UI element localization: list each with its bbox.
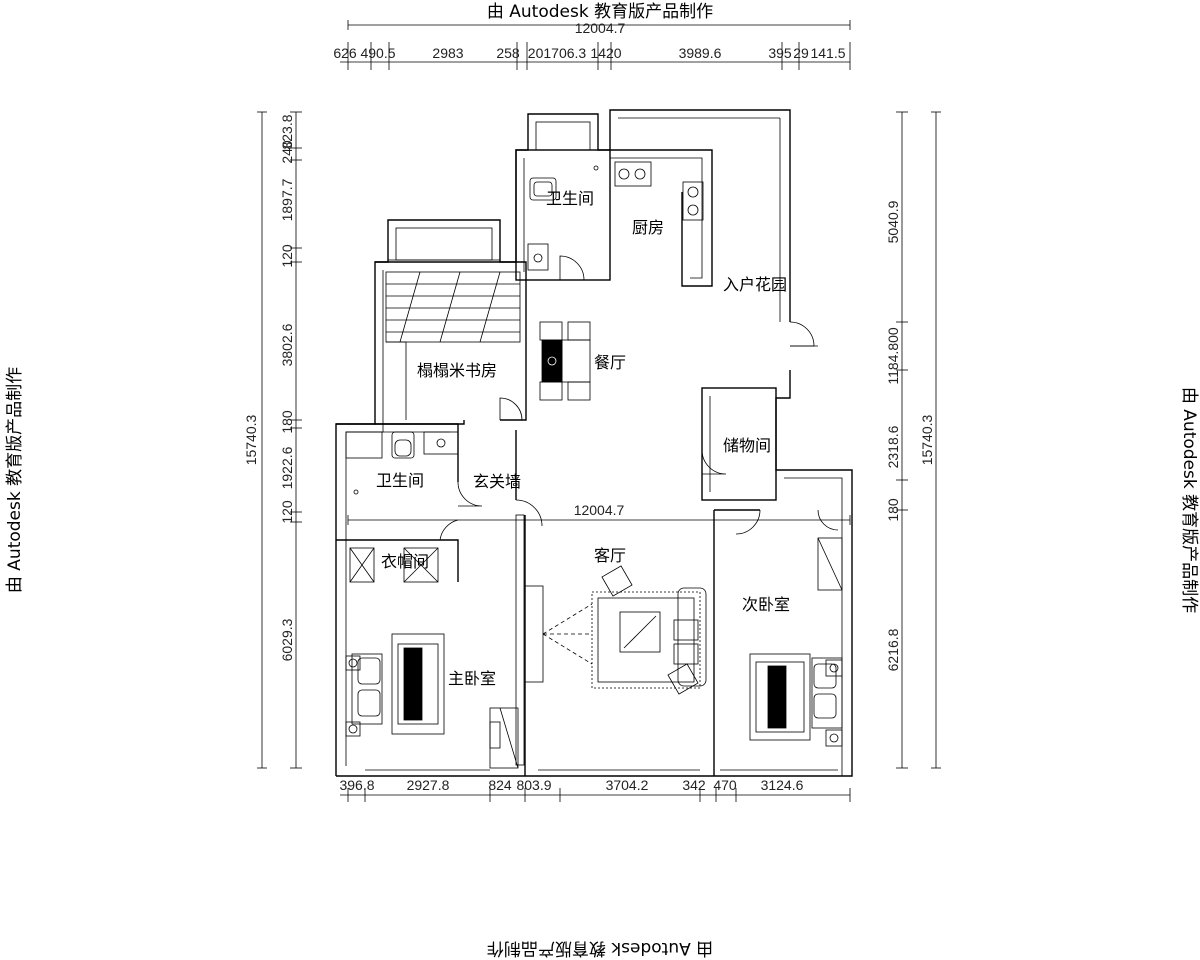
room-labels: 卫生间 厨房 入户花园 榻榻米书房 餐厅 储物间 卫生间 玄关墙 衣帽间 客厅 … [376,189,790,688]
stove-icon [682,181,704,221]
dim-bottom-6: 342 [682,777,706,793]
dim-left-1: 823.8 [279,114,295,149]
doors [439,255,839,541]
room-label-study: 榻榻米书房 [417,361,497,380]
furniture [345,161,843,769]
dim-right-3: 2318.6 [885,425,901,468]
dim-left-6: 180 [279,410,295,434]
room-label-entry-garden: 入户花园 [723,275,787,294]
rug-icon [591,591,701,689]
second-bed-icon [749,653,811,741]
room-label-master-bedroom: 主卧室 [448,669,496,688]
basin-icon [423,431,459,455]
dim-bottom-3: 824 [488,777,512,793]
dim-bottom-total: 12004.7 [574,502,625,518]
sink-icon [614,161,652,187]
room-label-foyer-wall: 玄关墙 [473,472,521,491]
room-label-kitchen: 厨房 [632,218,664,237]
coffee-table-icon [619,611,661,653]
dim-top-total: 12004.7 [575,20,626,36]
dim-bottom-8: 3124.6 [761,777,804,793]
wardrobe-icon [817,537,843,591]
dim-top-8: 395 [768,45,792,61]
dim-left-2: 1897.7 [279,178,295,221]
watermark-left: 由 Autodesk 教育版产品制作 [5,367,25,593]
room-label-bath-left: 卫生间 [376,471,424,490]
dim-left-7: 1922.6 [279,446,295,489]
room-label-dining: 餐厅 [594,353,626,372]
dim-top-9: 29 [793,45,809,61]
dim-left-5: 3802.6 [279,323,295,366]
dim-right-1: 5040.9 [885,200,901,243]
watermark-top: 由 Autodesk 教育版产品制作 [487,2,713,22]
dim-bottom-2: 2927.8 [407,777,450,793]
master-bed-icon [391,633,445,735]
bathtub-icon [345,431,383,459]
dim-top-4: 258 [496,45,520,61]
sofa-icon [677,587,707,687]
room-label-cloakroom: 衣帽间 [381,552,429,571]
dim-bottom-1: 396.8 [339,777,374,793]
dim-top-3: 2983 [432,45,463,61]
dim-right-4: 180 [885,498,901,522]
dim-left-3: 240 [279,140,295,164]
dining-table-icon [541,339,563,383]
dim-right-5: 6216.8 [885,628,901,671]
dim-top-2: 490.5 [360,45,395,61]
dim-left-total: 15740.3 [243,414,259,465]
dim-bottom-7: 470 [713,777,737,793]
shower-icon [353,489,359,495]
dim-left-4: 120 [279,244,295,268]
dim-right-total: 15740.3 [919,414,935,465]
dim-right-2: 1184.800 [885,327,901,385]
room-label-second-bedroom: 次卧室 [742,595,790,614]
room-label-storage: 储物间 [723,436,771,455]
dimension-lines [257,20,941,802]
dim-bottom-4: 803.9 [516,777,551,793]
dim-top-6: 1420 [590,45,621,61]
shower-icon [593,165,599,171]
tv-icon [524,585,544,683]
dim-bottom-5: 3704.2 [606,777,649,793]
dim-top-1: 626 [333,45,357,61]
dim-top-10: 141.5 [810,45,845,61]
toilet-icon [391,431,415,459]
room-label-bath-top: 卫生间 [546,189,594,208]
dim-left-9: 6029.3 [279,618,295,661]
watermark-bottom: 由 Autodesk 教育版产品制作 [487,938,713,958]
toilet-icon [529,177,557,201]
room-label-living: 客厅 [594,546,626,565]
dim-top-5: 201706.3 [528,45,587,61]
wardrobe-icon [489,707,519,769]
watermark-right: 由 Autodesk 教育版产品制作 [1179,387,1199,613]
walls [335,109,853,777]
dim-top-7: 3989.6 [679,45,722,61]
basin-icon [527,243,549,271]
dim-left-8: 120 [279,500,295,524]
